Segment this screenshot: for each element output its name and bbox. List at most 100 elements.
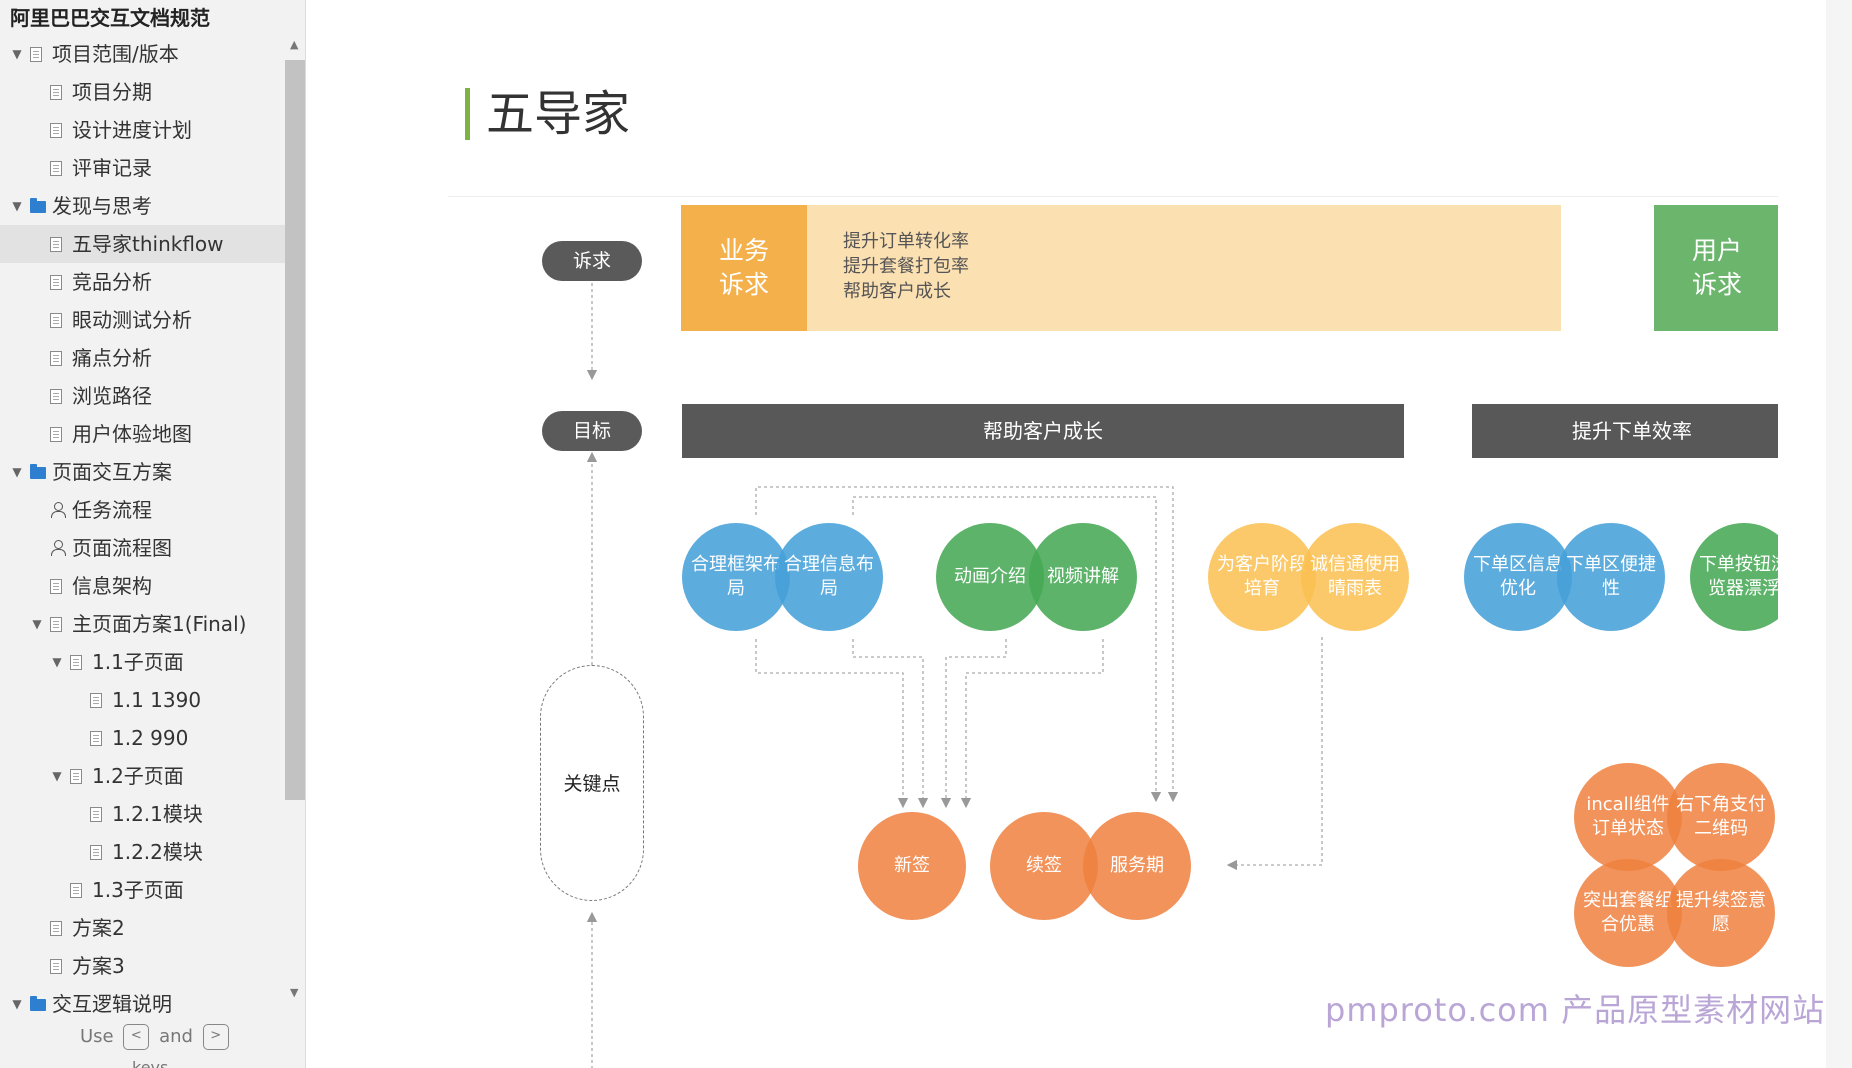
tree-node[interactable]: 设计进度计划 — [0, 111, 285, 149]
tree-node[interactable]: 项目分期 — [0, 73, 285, 111]
expand-caret-icon[interactable]: ▼ — [32, 617, 42, 631]
folder-icon — [30, 996, 46, 1011]
tree-node-label: 1.3子页面 — [92, 878, 184, 902]
tree-node[interactable]: 用户体验地图 — [0, 415, 285, 453]
tree-node-label: 项目分期 — [72, 80, 152, 104]
tree-node-label: 信息架构 — [72, 574, 152, 598]
expand-caret-icon[interactable]: ▼ — [52, 769, 62, 783]
tree-node[interactable]: 1.2.2模块 — [0, 833, 285, 871]
tree-node-label: 1.2.1模块 — [112, 802, 203, 826]
business-appeal-items: 提升订单转化率 提升套餐打包率 帮助客户成长 — [807, 205, 1005, 328]
tree-node[interactable]: 方案2 — [0, 909, 285, 947]
tree-node-label: 主页面方案1(Final) — [72, 612, 247, 636]
tree-node-label: 眼动测试分析 — [72, 308, 192, 332]
tree-node-label: 评审记录 — [72, 156, 152, 180]
tree-node[interactable]: 痛点分析 — [0, 339, 285, 377]
tree-node[interactable]: 页面流程图 — [0, 529, 285, 567]
tree-node[interactable]: 眼动测试分析 — [0, 301, 285, 339]
right-key-icon: > — [202, 1024, 229, 1050]
tree-node-label: 1.1 1390 — [112, 688, 202, 712]
expand-caret-icon[interactable]: ▼ — [12, 997, 22, 1011]
folder-icon — [30, 198, 46, 213]
business-appeal-head: 业务诉求 — [681, 205, 807, 331]
scroll-up-icon[interactable]: ▲ — [290, 38, 299, 51]
circle-cultivate: 为客户阶段培育 — [1208, 523, 1316, 631]
tree-node[interactable]: ▼发现与思考 — [0, 187, 285, 225]
tree-node[interactable]: ▼1.1子页面 — [0, 643, 285, 681]
tree-node[interactable]: ▼ 主页面方案1(Final) — [0, 605, 285, 643]
tree-node-label: 1.2.2模块 — [112, 840, 203, 864]
goal-label: 目标 — [542, 411, 642, 451]
left-key-icon: < — [123, 1024, 150, 1050]
page-icon — [50, 389, 62, 404]
tree-node[interactable]: ▼1.2子页面 — [0, 757, 285, 795]
hint-keys: keys — [132, 1058, 169, 1068]
project-title: 阿里巴巴交互文档规范 — [10, 6, 210, 30]
tree-node[interactable]: 信息架构 — [0, 567, 285, 605]
tree-node[interactable]: 五导家thinkflow — [0, 225, 285, 263]
page-icon — [50, 123, 62, 138]
keyboard-hint: Use < and > — [80, 1024, 233, 1050]
page-icon — [50, 617, 62, 632]
circle-renew: 续签 — [990, 812, 1098, 920]
tree-node[interactable]: ▼ 项目范围/版本 — [0, 35, 285, 73]
tree-node[interactable]: 1.2.1模块 — [0, 795, 285, 833]
tree-node[interactable]: 1.1 1390 — [0, 681, 285, 719]
page-icon — [90, 807, 102, 822]
tree-node[interactable]: 竞品分析 — [0, 263, 285, 301]
thinkflow-diagram: 诉求 目标 关键点 业务诉求 提升订单转化率 提升套餐打包率 帮助客户成长 用户… — [448, 196, 1778, 1068]
tree-node-label: 1.2 990 — [112, 726, 189, 750]
watermark: pmproto.com 产品原型素材网站 — [1325, 991, 1826, 1029]
business-item: 帮助客户成长 — [843, 281, 951, 302]
business-item: 提升订单转化率 — [843, 231, 969, 252]
tree-node[interactable]: ▼ 页面交互方案 — [0, 453, 285, 491]
page-icon — [30, 47, 42, 62]
flow-icon — [50, 540, 66, 556]
page-icon — [50, 237, 62, 252]
goal-bar-grow: 帮助客户成长 — [682, 404, 1404, 458]
scroll-down-icon[interactable]: ▼ — [290, 986, 299, 999]
tree-node[interactable]: 1.2 990 — [0, 719, 285, 757]
tree-node[interactable]: 任务流程 — [0, 491, 285, 529]
sidebar-scrollbar[interactable]: ▲ ▼ — [285, 38, 305, 999]
circle-order-button: 下单按钮浏览器漂浮 — [1690, 523, 1778, 631]
expand-caret-icon[interactable]: ▼ — [12, 465, 22, 479]
circle-qrcode: 右下角支付二维码 — [1667, 763, 1775, 871]
tree-node-label: 用户体验地图 — [72, 422, 192, 446]
tree-node[interactable]: 浏览路径 — [0, 377, 285, 415]
expand-caret-icon[interactable]: ▼ — [12, 47, 22, 61]
keypoint-label: 关键点 — [540, 665, 644, 901]
tree-node-label: 浏览路径 — [72, 384, 152, 408]
tree-node[interactable]: 1.3子页面 — [0, 871, 285, 909]
circle-renew-intent: 提升续签意愿 — [1667, 859, 1775, 967]
tree-node[interactable]: ▼ 交互逻辑说明 — [0, 985, 285, 1023]
business-item: 提升套餐打包率 — [843, 256, 969, 277]
circle-highlight-package: 突出套餐组合优惠 — [1574, 859, 1682, 967]
circle-layout-frame: 合理框架布局 — [682, 523, 790, 631]
page-icon — [50, 85, 62, 100]
expand-caret-icon[interactable]: ▼ — [52, 655, 62, 669]
scrollbar-thumb[interactable] — [285, 60, 305, 800]
tree-node-label: 交互逻辑说明 — [52, 992, 172, 1016]
tree-node[interactable]: 评审记录 — [0, 149, 285, 187]
circle-sincerity: 诚信通使用晴雨表 — [1301, 523, 1409, 631]
circle-new-sign: 新签 — [858, 812, 966, 920]
tree-node[interactable]: 方案3 — [0, 947, 285, 985]
expand-caret-icon[interactable]: ▼ — [12, 199, 22, 213]
tree-node-label: 设计进度计划 — [72, 118, 192, 142]
page-icon — [50, 921, 62, 936]
page-icon — [90, 731, 102, 746]
page-icon — [50, 579, 62, 594]
page-icon — [50, 161, 62, 176]
user-appeal-band: 用户诉求 — [1654, 205, 1778, 331]
page-title: 五导家 — [465, 88, 630, 140]
tree-node-label: 项目范围/版本 — [52, 42, 179, 66]
tree-node-label: 页面交互方案 — [52, 460, 172, 484]
hint-use: Use — [80, 1026, 114, 1047]
page-icon — [50, 313, 62, 328]
flow-icon — [50, 502, 66, 518]
right-gutter — [1826, 0, 1852, 1068]
circle-order-area-info: 下单区信息优化 — [1464, 523, 1572, 631]
circle-info-layout: 合理信息布局 — [775, 523, 883, 631]
user-appeal-head: 用户诉求 — [1654, 205, 1778, 331]
